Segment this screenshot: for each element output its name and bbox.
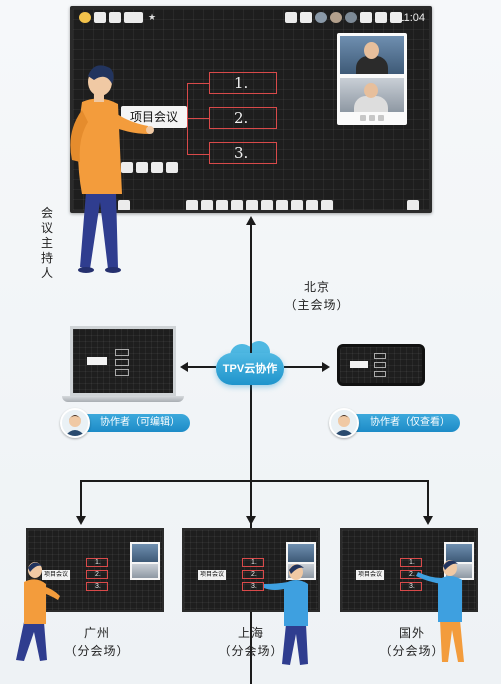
branch-board-topic: 项目会议 xyxy=(198,570,226,580)
mindmap-connector xyxy=(187,118,209,119)
tool-button[interactable] xyxy=(118,200,130,210)
arrow-head-right xyxy=(322,362,330,372)
laptop-base xyxy=(62,396,184,402)
main-venue-city: 北京 xyxy=(303,280,330,294)
mindmap-connector xyxy=(187,83,209,155)
arrow-head-down xyxy=(76,516,86,525)
laptop-mindmap-topic xyxy=(87,357,107,365)
tool-button[interactable] xyxy=(261,200,273,210)
tool-button[interactable] xyxy=(291,200,303,210)
collaborator-avatar xyxy=(60,408,90,438)
main-whiteboard-screen: ★ 11:04 1. 2. 3. 项目会议 xyxy=(70,6,432,213)
video-feed-2 xyxy=(340,78,404,112)
tool-button[interactable] xyxy=(201,200,213,210)
video-feed-1 xyxy=(340,36,404,74)
arrow-head-up xyxy=(246,216,256,225)
branch-board-topic: 项目会议 xyxy=(42,570,70,580)
app-logo-icon xyxy=(79,12,91,23)
board-clock: 11:04 xyxy=(398,12,425,24)
video-conference-panel xyxy=(337,33,407,125)
main-venue-label: 北京 （主会场） xyxy=(282,278,352,314)
toolbar-button[interactable] xyxy=(375,12,387,23)
branch-person-shanghai xyxy=(264,564,308,665)
collaborator-avatar xyxy=(329,408,359,438)
connector-horizontal-branch xyxy=(80,480,428,482)
board-top-toolbar-right[interactable] xyxy=(285,12,402,23)
tool-button[interactable] xyxy=(151,162,163,173)
toolbar-button[interactable] xyxy=(360,12,372,23)
arrow-head-down xyxy=(423,516,433,525)
mindmap-item-3[interactable]: 3. xyxy=(209,142,277,164)
mindmap-topic[interactable]: 项目会议 xyxy=(121,106,187,128)
mindmap-item-1[interactable]: 1. xyxy=(209,72,277,94)
toolbar-button[interactable] xyxy=(94,12,106,23)
connector-branch-right xyxy=(427,480,429,516)
toolbar-button[interactable] xyxy=(109,12,121,23)
toolbar-button[interactable] xyxy=(124,12,143,23)
tool-button[interactable] xyxy=(407,200,419,210)
tool-button[interactable] xyxy=(321,200,333,210)
tool-button[interactable] xyxy=(166,162,178,173)
collaborator-editable-pill: 协作者（可编辑） xyxy=(70,414,190,432)
connector-branch-left xyxy=(80,480,82,516)
branch-person-guangzhou xyxy=(16,562,60,661)
main-venue-role: （主会场） xyxy=(284,298,350,312)
connector-to-laptop xyxy=(186,366,216,368)
participant-avatar-icon[interactable] xyxy=(330,12,342,23)
mindmap-item-2[interactable]: 2. xyxy=(209,107,277,129)
star-icon[interactable]: ★ xyxy=(147,12,157,22)
toolbar-button[interactable] xyxy=(390,12,402,23)
branch-board-topic: 项目会议 xyxy=(356,570,384,580)
host-person-illustration xyxy=(70,65,154,273)
tpv-cloud-badge: TPV云协作 xyxy=(216,341,284,385)
arrow-head-left xyxy=(180,362,188,372)
tool-button[interactable] xyxy=(306,200,318,210)
host-label: 会议主持人 xyxy=(40,206,53,280)
shape-tool-palette[interactable] xyxy=(121,162,178,173)
tool-button[interactable] xyxy=(276,200,288,210)
board-bottom-right-tools[interactable] xyxy=(407,200,419,210)
tool-button[interactable] xyxy=(231,200,243,210)
participant-avatar-icon[interactable] xyxy=(345,12,357,23)
phone-screen xyxy=(337,344,425,386)
branch-board-guangzhou: 项目会议 1. 2. 3. xyxy=(26,528,164,612)
branch-venue-guangzhou-label: 广州 （分会场） xyxy=(64,626,130,658)
toolbar-button[interactable] xyxy=(300,12,312,23)
board-top-toolbar-left[interactable]: ★ xyxy=(79,12,158,23)
tool-button[interactable] xyxy=(186,200,198,210)
tool-button[interactable] xyxy=(216,200,228,210)
video-controls[interactable] xyxy=(340,115,404,123)
laptop-screen xyxy=(70,326,176,396)
branch-venue-overseas-label: 国外 （分会场） xyxy=(379,626,445,658)
branch-venue-shanghai-label: 上海 （分会场） xyxy=(218,626,284,658)
connector-vertical xyxy=(250,222,252,684)
connector-to-phone xyxy=(284,366,322,368)
toolbar-button[interactable] xyxy=(285,12,297,23)
participant-avatar-icon[interactable] xyxy=(315,12,327,23)
collaborator-viewonly-pill: 协作者（仅查看） xyxy=(340,414,460,432)
board-bottom-toolbar[interactable] xyxy=(186,200,333,210)
branch-person-overseas xyxy=(416,560,464,662)
tool-button[interactable] xyxy=(246,200,258,210)
tool-button[interactable] xyxy=(136,162,148,173)
arrow-head-down xyxy=(246,516,256,525)
tool-button[interactable] xyxy=(121,162,133,173)
